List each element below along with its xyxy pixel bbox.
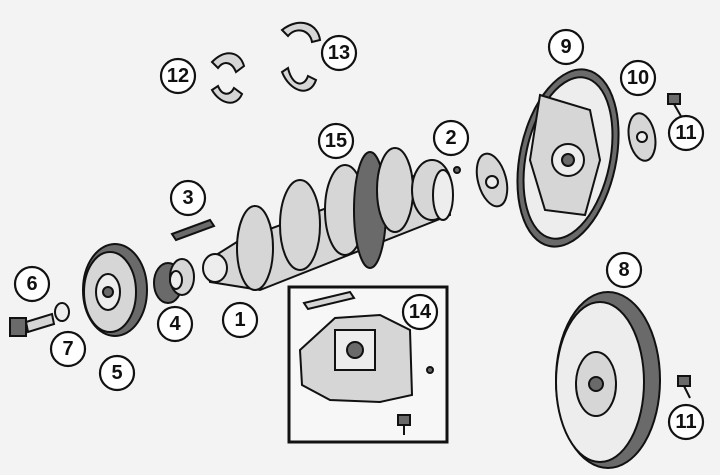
callout-8: 8: [605, 251, 643, 289]
callout-3: 3: [169, 179, 207, 217]
thrust-washers: [280, 21, 322, 92]
crankshaft: [202, 147, 454, 292]
reinforcement-plate: [627, 112, 657, 162]
callout-1: 1: [221, 301, 259, 339]
callout-label: 10: [627, 67, 649, 89]
oil-pump-inset: [287, 285, 449, 444]
callout-label: 7: [62, 338, 73, 360]
callout-12: 12: [159, 57, 197, 95]
woodruff-key: [170, 218, 216, 242]
adapter-plate: [475, 152, 509, 208]
callout-label: 9: [560, 36, 571, 58]
callout-label: 6: [26, 273, 37, 295]
flywheel: [555, 291, 661, 469]
callout-label: 11: [675, 122, 696, 144]
callout-6: 6: [13, 265, 51, 303]
flexplate: [516, 68, 620, 248]
callout-4: 4: [156, 305, 194, 343]
callout-label: 4: [169, 313, 181, 335]
damper-bolt: [9, 312, 56, 337]
dowel-pin: [453, 166, 461, 174]
callout-11-upper: 11: [667, 114, 705, 152]
callout-label: 11: [675, 411, 696, 433]
callout-14: 14: [401, 293, 439, 331]
callout-label: 14: [409, 301, 432, 323]
main-bearing-shells: [210, 52, 246, 104]
callout-label: 8: [618, 259, 629, 281]
callout-2: 2: [432, 119, 470, 157]
callout-label: 12: [167, 65, 189, 87]
crank-sprocket: [153, 258, 195, 304]
callout-label: 5: [111, 362, 122, 384]
callout-label: 13: [328, 42, 350, 64]
callout-label: 3: [182, 187, 193, 209]
damper-washer: [54, 302, 70, 322]
callout-11-lower: 11: [667, 403, 705, 441]
callout-label: 15: [325, 130, 347, 152]
callout-15: 15: [317, 122, 355, 160]
callout-5: 5: [98, 354, 136, 392]
callout-13: 13: [320, 34, 358, 72]
flywheel-bolt: [677, 375, 691, 399]
callout-9: 9: [547, 28, 585, 66]
callout-10: 10: [619, 59, 657, 97]
callout-label: 2: [445, 127, 456, 149]
flexplate-bolt: [667, 93, 683, 119]
callout-label: 1: [234, 309, 245, 331]
vibration-damper: [82, 243, 148, 337]
callout-7: 7: [49, 330, 87, 368]
